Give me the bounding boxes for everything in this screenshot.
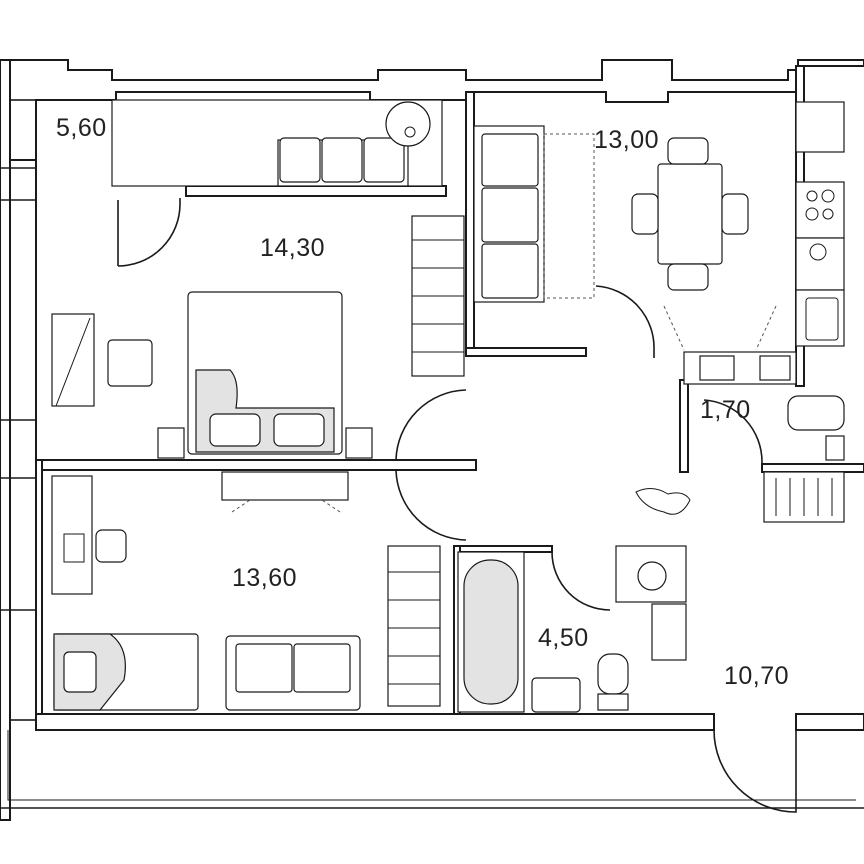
area-label-hallway: 10,70 bbox=[724, 662, 790, 690]
area-label-wc: 1,70 bbox=[700, 396, 751, 424]
balcony-furniture bbox=[111, 99, 443, 267]
bathroom-fixtures bbox=[457, 545, 687, 713]
bedroom-door bbox=[395, 389, 467, 541]
kitchen-living-furniture bbox=[473, 101, 845, 385]
area-label-children-room: 13,60 bbox=[232, 564, 298, 592]
exterior-walls bbox=[0, 59, 864, 821]
bedroom-furniture bbox=[51, 215, 465, 459]
children-room-furniture bbox=[51, 471, 441, 711]
wc-fixtures bbox=[703, 395, 845, 523]
hallway-elements bbox=[635, 488, 797, 813]
area-label-bedroom: 14,30 bbox=[260, 234, 326, 262]
area-label-kitchen-living: 13,00 bbox=[594, 126, 660, 154]
area-label-bathroom: 4,50 bbox=[538, 624, 589, 652]
area-label-balcony: 5,60 bbox=[56, 114, 107, 142]
